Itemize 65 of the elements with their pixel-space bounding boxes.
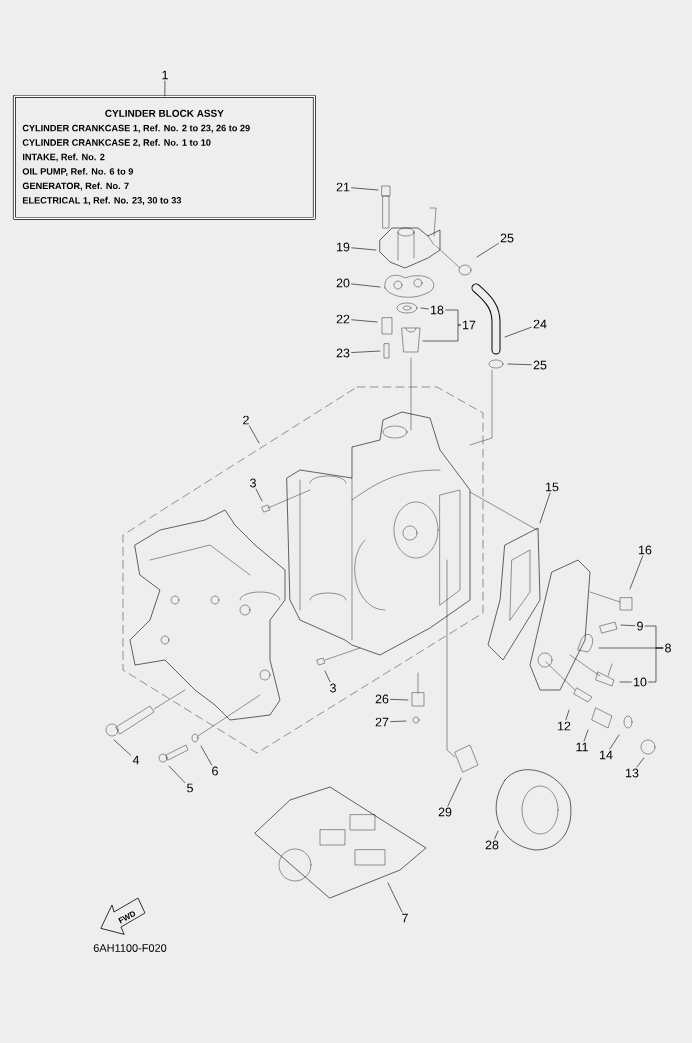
leader-line — [200, 745, 212, 766]
callout-number: 4 — [132, 755, 140, 765]
callout-number: 2 — [243, 415, 249, 425]
leader-line — [387, 882, 403, 913]
leader-line — [351, 247, 377, 251]
leader-line — [476, 243, 499, 258]
bracket-line — [648, 647, 664, 683]
callout-number: 7 — [402, 913, 408, 923]
leader-line — [619, 681, 632, 683]
callout-number: 16 — [639, 545, 652, 555]
leader-line — [351, 283, 381, 288]
callout-number: 17 — [463, 320, 476, 330]
leader-line — [390, 720, 407, 722]
callout-number: 12 — [558, 721, 571, 731]
leader-line — [636, 757, 645, 768]
callout-number: 20 — [336, 278, 350, 288]
callout-number: 22 — [336, 314, 350, 324]
callout-number: 27 — [375, 717, 389, 727]
callout-number: 15 — [546, 482, 559, 492]
leader-line — [324, 670, 331, 683]
drawing-number: 6AH1100-F020 — [93, 944, 167, 952]
leader-line — [565, 709, 570, 721]
leader-line — [164, 80, 166, 97]
bracket-line — [445, 309, 461, 326]
leader-line — [351, 350, 381, 353]
leader-line — [168, 765, 186, 783]
callout-number: 25 — [500, 233, 514, 243]
leader-line — [609, 734, 620, 750]
title-box: CYLINDER BLOCK ASSY CYLINDER CRANKCASE 1, Ref. No. 2 to 23, 26 to 29 CYLINDER CRANKCASE 2, Ref. No. 1 to 10 INTAKE, Ref. No. 2 OIL PUMP, Ref. No. 6 to 9 GENERATOR, Ref. No. 7 ELECTRICAL 1, Ref. No. 23, 30 to 33 — [12, 94, 316, 220]
callout-number: 19 — [337, 242, 350, 252]
leader-line — [420, 307, 429, 310]
callout-number: 26 — [375, 694, 389, 704]
leader-line — [583, 729, 589, 742]
callout-number: 3 — [330, 683, 336, 693]
callout-number: 5 — [187, 783, 193, 793]
callout-number: 8 — [665, 643, 671, 653]
leader-line — [504, 326, 532, 338]
callout-number: 9 — [637, 621, 643, 631]
leader-line — [113, 739, 132, 756]
leader-line — [629, 555, 643, 590]
leader-line — [351, 319, 378, 323]
callout-number: 18 — [431, 305, 444, 315]
callout-number: 21 — [336, 182, 350, 192]
leader-line — [351, 187, 379, 191]
leader-line — [620, 624, 636, 627]
leader-line — [539, 492, 551, 524]
leader-line — [255, 488, 263, 502]
callout-number: 23 — [336, 348, 350, 358]
callout-number: 29 — [438, 807, 452, 817]
callout-number: 6 — [212, 766, 218, 776]
callout-number: 13 — [626, 768, 639, 778]
callout-number: 1 — [162, 70, 168, 80]
callout-number: 24 — [533, 319, 547, 329]
callout-number: 3 — [250, 478, 256, 488]
callout-number: 11 — [576, 742, 588, 752]
bracket-line — [422, 324, 461, 342]
callout-number: 14 — [600, 750, 613, 760]
leader-line — [507, 363, 532, 366]
callout-number: 25 — [533, 360, 547, 370]
leader-line — [494, 830, 499, 840]
callout-number: 28 — [485, 840, 499, 850]
leader-line — [390, 699, 409, 701]
callout-number: 10 — [634, 677, 647, 687]
leader-line — [249, 425, 260, 444]
leader-line — [447, 777, 462, 807]
